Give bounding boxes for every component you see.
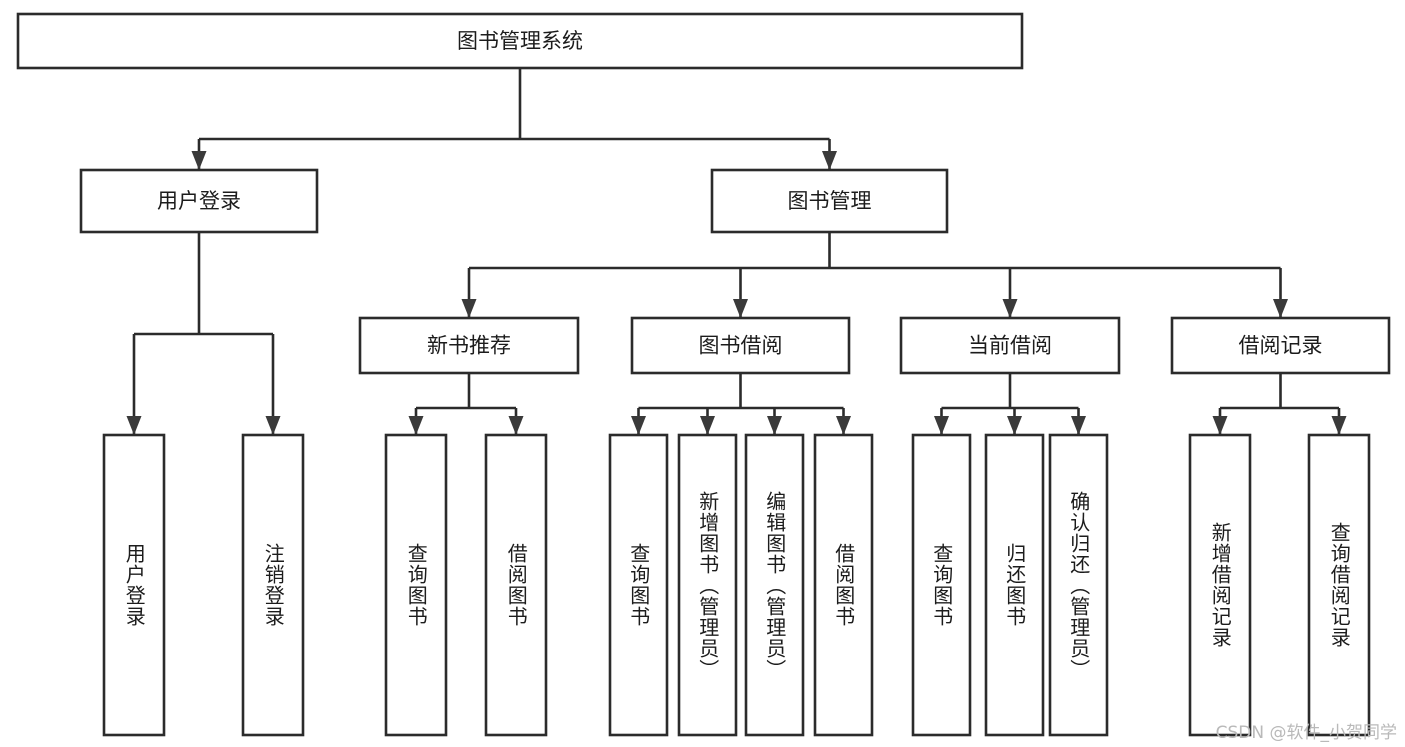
node-box-leaf-8[interactable] [911,433,972,737]
node-label-level3-2: 当前借阅 [968,334,1052,358]
arrow-head-icon-leaf-7 [836,416,851,435]
node-box-level2-0[interactable] [79,168,319,234]
watermark-text: CSDN @软件_小贺同学 [1215,723,1397,743]
node-box-leaf-1[interactable] [241,433,305,737]
arrow-head-icon-level3-0 [461,299,477,318]
arrow-head-icon-leaf-1 [265,416,281,435]
node-box-level3-1[interactable] [630,316,851,375]
node-box-leaf-10[interactable] [1048,433,1109,737]
node-box-leaf-7[interactable] [813,433,874,737]
node-box-level3-2[interactable] [899,316,1121,375]
node-box-leaf-4[interactable] [608,433,669,737]
arrow-head-icon-level3-2 [1002,299,1018,318]
arrow-head-icon-leaf-0 [126,416,142,435]
arrow-head-icon-level2-1 [822,151,837,170]
node-label-level2-0: 用户登录 [157,189,241,213]
arrow-head-icon-level2-0 [191,151,207,170]
arrow-head-icon-leaf-11 [1212,416,1228,435]
arrow-head-icon-leaf-9 [1007,416,1022,435]
node-box-leaf-12[interactable] [1307,433,1371,737]
node-box-leaf-0[interactable] [102,433,166,737]
arrow-head-icon-leaf-3 [508,416,524,435]
connectors-layer [126,68,1347,435]
arrow-head-icon-leaf-12 [1331,416,1347,435]
node-label-level2-1: 图书管理 [788,189,872,213]
arrow-head-icon-leaf-5 [700,416,715,435]
arrow-head-icon-leaf-8 [934,416,949,435]
node-label-level3-3: 借阅记录 [1239,334,1323,358]
node-box-leaf-2[interactable] [384,433,448,737]
arrow-head-icon-leaf-2 [408,416,424,435]
node-label-root: 图书管理系统 [457,29,583,53]
arrow-head-icon-leaf-6 [767,416,782,435]
node-box-root[interactable] [16,12,1024,70]
node-box-leaf-11[interactable] [1188,433,1252,737]
arrow-head-icon-leaf-4 [631,416,646,435]
node-box-level3-0[interactable] [358,316,580,375]
node-box-level3-3[interactable] [1170,316,1391,375]
node-box-level2-1[interactable] [710,168,949,234]
node-box-leaf-6[interactable] [744,433,805,737]
node-box-leaf-5[interactable] [677,433,738,737]
node-box-leaf-3[interactable] [484,433,548,737]
node-label-level3-0: 新书推荐 [427,334,511,358]
arrow-head-icon-level3-3 [1273,299,1288,318]
arrow-head-icon-level3-1 [733,299,748,318]
node-label-level3-1: 图书借阅 [699,334,783,358]
boxes-layer [16,12,1391,737]
node-box-leaf-9[interactable] [984,433,1045,737]
arrow-head-icon-leaf-10 [1071,416,1086,435]
